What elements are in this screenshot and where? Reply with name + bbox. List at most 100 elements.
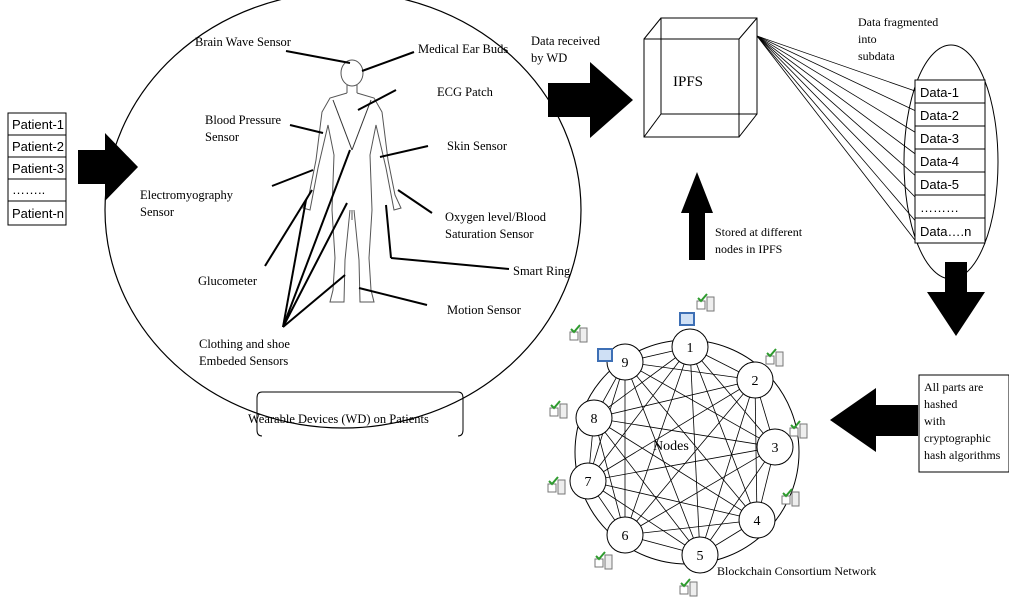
wearable-label: Wearable Devices (WD) on Patients: [248, 412, 429, 426]
node-label: 3: [772, 441, 779, 456]
nodes-center-label: Nodes: [653, 439, 689, 454]
mesh-link: [689, 346, 776, 448]
node-circle: [606, 516, 644, 554]
node-circle: [671, 328, 709, 366]
mesh-link: [593, 417, 626, 536]
ipfs-label: IPFS: [673, 74, 703, 90]
computer-check-icon: [789, 420, 808, 439]
mesh-link: [699, 446, 776, 556]
fragmented-line3: subdata: [858, 49, 895, 63]
label-oxygen-line2: Saturation Sensor: [445, 227, 534, 241]
fragment-fan-lines: [756, 35, 919, 245]
hashed-line: hashed: [924, 397, 957, 411]
label-emg-line1: Electromyography: [140, 188, 234, 202]
mesh-link: [624, 346, 691, 536]
label-smart-ring: Smart Ring: [513, 264, 571, 278]
node-label: 8: [591, 412, 598, 427]
label-emg-line2: Sensor: [140, 205, 175, 219]
mesh-link: [593, 417, 701, 556]
arrow-left-hashed: [830, 388, 918, 452]
label-clothing-line2: Embeded Sensors: [199, 354, 288, 368]
node-label: 6: [622, 529, 629, 544]
hashed-line: with: [924, 414, 945, 428]
computer-check-icon: [594, 551, 613, 570]
stored-line2: nodes in IPFS: [715, 242, 782, 256]
data-received-line2: by WD: [531, 51, 567, 65]
computer-check-icon: [765, 348, 784, 367]
node-label: 1: [687, 341, 694, 356]
computer-check-icon: [696, 293, 715, 312]
mesh-link: [624, 446, 776, 536]
hashed-line: hash algorithms: [924, 448, 1001, 462]
mesh-link: [593, 417, 758, 521]
node-label: 9: [622, 356, 629, 371]
patient-item: Patient-3: [12, 161, 64, 176]
mesh-link: [587, 480, 758, 521]
fragmented-line1: Data fragmented: [858, 15, 938, 29]
patient-item: ……..: [12, 182, 45, 197]
computer-check-icon: [781, 488, 800, 507]
label-glucometer: Glucometer: [198, 274, 258, 288]
fragment-item: Data-4: [920, 154, 959, 169]
computer-check-icon: [549, 400, 568, 419]
mesh-link: [587, 446, 776, 482]
label-motion-sensor: Motion Sensor: [447, 303, 522, 317]
mesh-link: [593, 379, 756, 419]
consortium-label: Blockchain Consortium Network: [717, 564, 876, 578]
label-oxygen-line1: Oxygen level/Blood: [445, 210, 547, 224]
sensor-pointers: [264, 50, 510, 328]
fragment-item: Data-2: [920, 108, 959, 123]
arrow-down-fragments: [927, 262, 985, 336]
wearable-circle: [104, 0, 582, 429]
mesh-link: [624, 361, 776, 448]
hashed-line: cryptographic: [924, 431, 991, 445]
fragment-item: Data-3: [920, 131, 959, 146]
node-label: 2: [752, 374, 759, 389]
fragment-ellipse: [903, 44, 999, 280]
data-received-line1: Data received: [531, 34, 601, 48]
label-clothing-line1: Clothing and shoe: [199, 337, 290, 351]
patient-item: Patient-2: [12, 139, 64, 154]
mesh-link: [624, 519, 758, 536]
hashed-box: All parts are hashed with cryptographic …: [918, 374, 1009, 473]
stored-line1: Stored at different: [715, 225, 803, 239]
computer-check-icon: [679, 578, 698, 597]
node-circle: [738, 501, 776, 539]
arrow-up-stored: [681, 172, 713, 260]
label-ecg-patch: ECG Patch: [437, 85, 494, 99]
node-group: 1 2 3 4 5 6 7 8 9: [569, 328, 794, 574]
node-circle: [681, 536, 719, 574]
mesh-link: [624, 361, 758, 521]
fragment-list: Data-1 Data-2 Data-3 Data-4 Data-5 ……… D…: [914, 79, 986, 244]
patient-list: Patient-1 Patient-2 Patient-3 …….. Patie…: [7, 112, 67, 226]
mesh-link: [587, 480, 701, 556]
fragment-item: Data-5: [920, 177, 959, 192]
mesh-link: [624, 379, 756, 536]
hashed-line: All parts are: [924, 380, 983, 394]
node-label: 4: [754, 514, 761, 529]
mesh-link: [593, 417, 776, 448]
node-circle: [736, 361, 774, 399]
label-brain-wave-sensor: Brain Wave Sensor: [195, 35, 292, 49]
device-icons: [547, 293, 808, 597]
label-blood-pressure-line2: Sensor: [205, 130, 240, 144]
ipfs-cube: [643, 17, 758, 138]
mesh-link: [754, 379, 758, 521]
patient-item: Patient-1: [12, 117, 64, 132]
label-medical-ear-buds: Medical Ear Buds: [418, 42, 508, 56]
fragmented-line2: into: [858, 32, 877, 46]
patient-item: Patient-n: [12, 206, 64, 221]
node-circle: [575, 399, 613, 437]
human-figure: [302, 59, 402, 303]
mesh-link: [689, 346, 758, 521]
computer-check-icon: [569, 324, 588, 343]
label-skin-sensor: Skin Sensor: [447, 139, 508, 153]
node-label: 5: [697, 549, 704, 564]
node-label: 7: [585, 475, 592, 490]
node-circle: [569, 462, 607, 500]
arrow-right-ipfs: [548, 62, 633, 138]
fragment-item: Data….n: [920, 224, 971, 239]
monitor-icon: [597, 348, 613, 362]
computer-check-icon: [547, 476, 566, 495]
